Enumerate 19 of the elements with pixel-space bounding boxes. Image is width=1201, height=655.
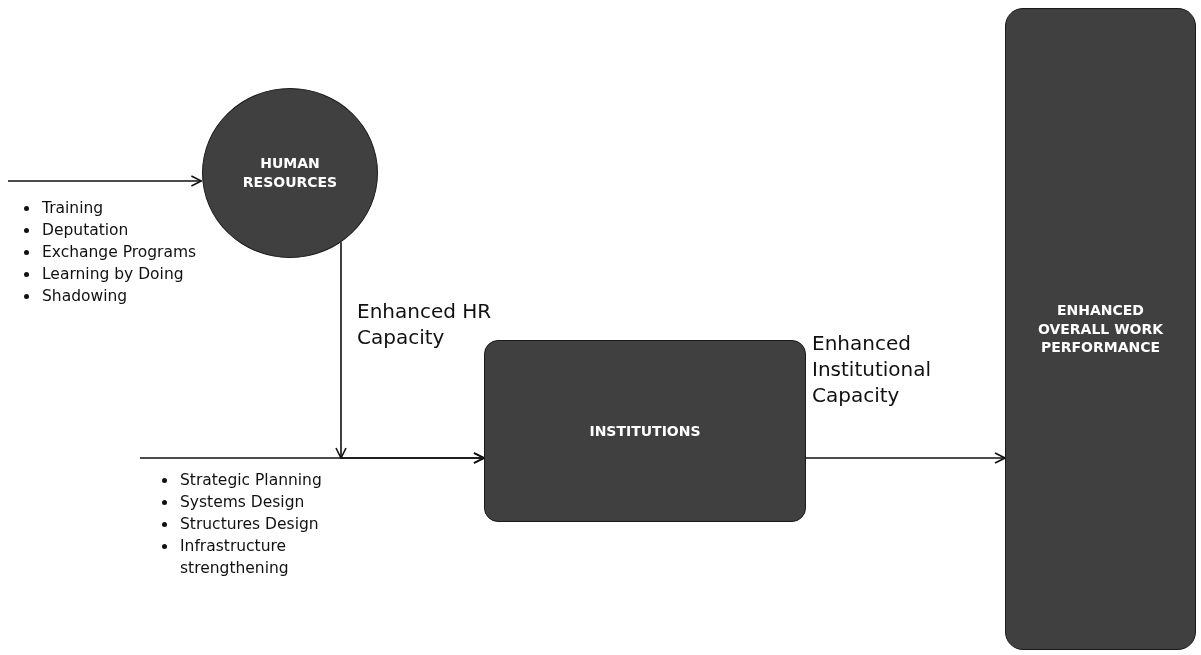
arrow	[805, 452, 1006, 464]
node-label: HUMAN RESOURCES	[241, 154, 339, 192]
bullet-item: Deputation	[20, 219, 220, 241]
bullet-item: Strategic Planning	[158, 469, 338, 491]
arrow	[139, 452, 485, 464]
node-label: INSTITUTIONS	[588, 421, 702, 441]
node-label: ENHANCED OVERALL WORK PERFORMANCE	[1036, 300, 1165, 358]
bullet-item: Learning by Doing	[20, 263, 220, 285]
bullet-item: Training	[20, 197, 220, 219]
edge-label: Enhanced HR Capacity	[357, 298, 493, 350]
bullet-item: Shadowing	[20, 285, 220, 307]
bullet-item: Exchange Programs	[20, 241, 220, 263]
bullet-item: Systems Design	[158, 491, 338, 513]
outcome-box	[1005, 8, 1196, 650]
process-box	[484, 340, 806, 522]
edge-label: Enhanced Institutional Capacity	[812, 330, 933, 408]
bullet-item: Structures Design	[158, 513, 338, 535]
arrow	[7, 175, 203, 187]
bullet-item: Infrastructure strengthening	[158, 535, 338, 579]
